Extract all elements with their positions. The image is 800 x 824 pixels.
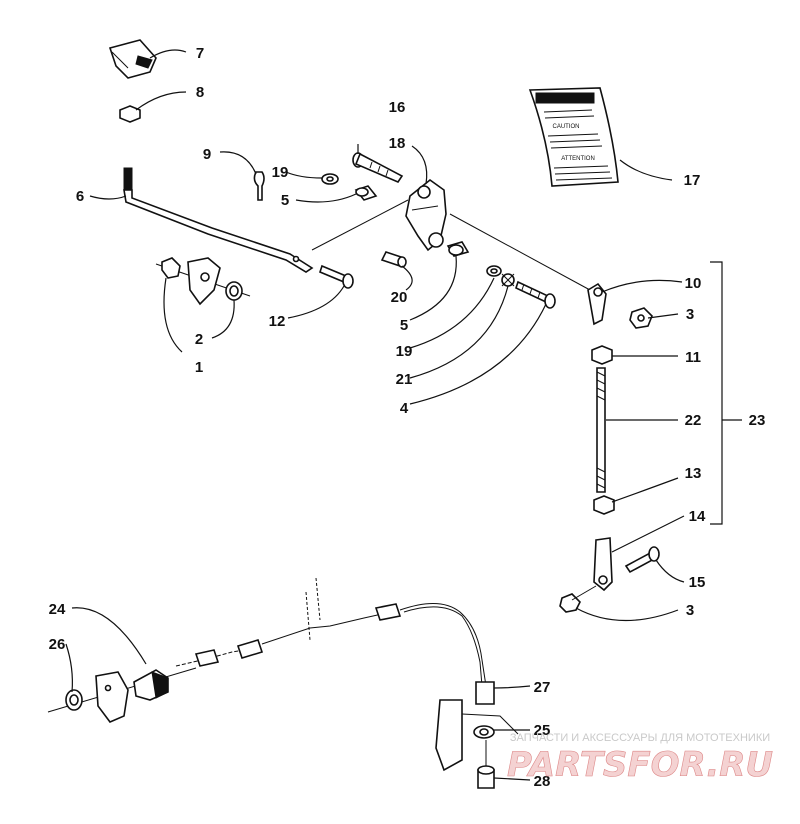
watermark: ЗАПЧАСТИ И АКСЕССУАРЫ ДЛЯ МОТОТЕХНИКИ PA… <box>507 732 774 785</box>
callout-10: 10 <box>685 275 702 292</box>
part-upper-rod-end <box>587 282 607 326</box>
leader-lines <box>65 49 685 781</box>
callout-20: 20 <box>391 289 408 306</box>
decal-attention-word: ATTENTION <box>561 156 595 162</box>
callout-21: 21 <box>396 371 413 388</box>
callout-14: 14 <box>689 508 706 525</box>
part-clevis-pin <box>319 264 354 289</box>
watermark-tagline: ЗАПЧАСТИ И АКСЕССУАРЫ ДЛЯ МОТОТЕХНИКИ <box>510 732 770 744</box>
part-lock-washer <box>501 273 515 287</box>
callout-18: 18 <box>389 135 406 152</box>
callout-12: 12 <box>269 313 286 330</box>
part-pivot-bracket <box>405 178 447 252</box>
callout-24: 24 <box>49 601 66 618</box>
part-upper-nut <box>629 307 653 329</box>
part-jam-nut-13 <box>593 495 615 515</box>
callout-labels: 1 2 3 3 4 5 5 6 7 8 9 10 11 12 13 14 15 … <box>49 45 766 790</box>
part-jam-nut-11 <box>591 345 613 365</box>
callout-2: 2 <box>195 331 203 348</box>
callout-6: 6 <box>76 188 84 205</box>
callout-19-upper: 19 <box>272 164 289 181</box>
callout-5-lower: 5 <box>400 317 408 334</box>
part-washer-lower <box>486 265 502 277</box>
part-pivot-bolt <box>352 152 404 183</box>
part-threaded-rod <box>596 367 606 493</box>
part-wiring-harness <box>175 577 487 687</box>
part-warning-decal: CAUTION ATTENTION <box>528 87 619 187</box>
callout-22: 22 <box>685 412 702 429</box>
callout-13: 13 <box>685 465 702 482</box>
part-bushing-upper <box>354 185 378 201</box>
part-jam-nut <box>119 105 141 123</box>
part-reverse-switch <box>47 667 197 723</box>
callout-3-upper: 3 <box>686 306 694 323</box>
callout-26: 26 <box>49 636 66 653</box>
callout-15: 15 <box>689 574 706 591</box>
callout-25: 25 <box>534 722 551 739</box>
part-sleeve-20 <box>380 251 407 268</box>
part-handle-knob <box>108 39 157 79</box>
part-cotter-pin <box>253 171 265 201</box>
watermark-logo: PARTSFOR.RU <box>507 745 773 785</box>
callout-17: 17 <box>684 172 701 189</box>
callout-5-upper: 5 <box>281 192 289 209</box>
decal-caution-word: CAUTION <box>553 124 580 130</box>
part-pivot-bolt-lower <box>515 280 556 309</box>
part-pivot-bushing-set <box>155 257 251 306</box>
callout-16: 16 <box>389 99 406 116</box>
callout-11: 11 <box>685 349 701 366</box>
callout-28: 28 <box>534 773 551 790</box>
callout-3-lower: 3 <box>686 602 694 619</box>
callout-7: 7 <box>196 45 204 62</box>
part-washer-upper <box>321 173 339 185</box>
part-shift-lever <box>123 167 314 273</box>
callout-19-lower: 19 <box>396 343 413 360</box>
part-cable-sleeve-and-bracket <box>435 681 519 789</box>
part-bushing-lower <box>446 241 470 257</box>
callout-9: 9 <box>203 146 211 163</box>
callout-23: 23 <box>749 412 766 429</box>
callout-4: 4 <box>400 400 409 417</box>
part-lower-bolt <box>624 546 660 574</box>
callout-8: 8 <box>196 84 204 101</box>
callout-27: 27 <box>534 679 551 696</box>
callout-1: 1 <box>195 359 203 376</box>
part-lower-rod-end <box>593 537 613 592</box>
